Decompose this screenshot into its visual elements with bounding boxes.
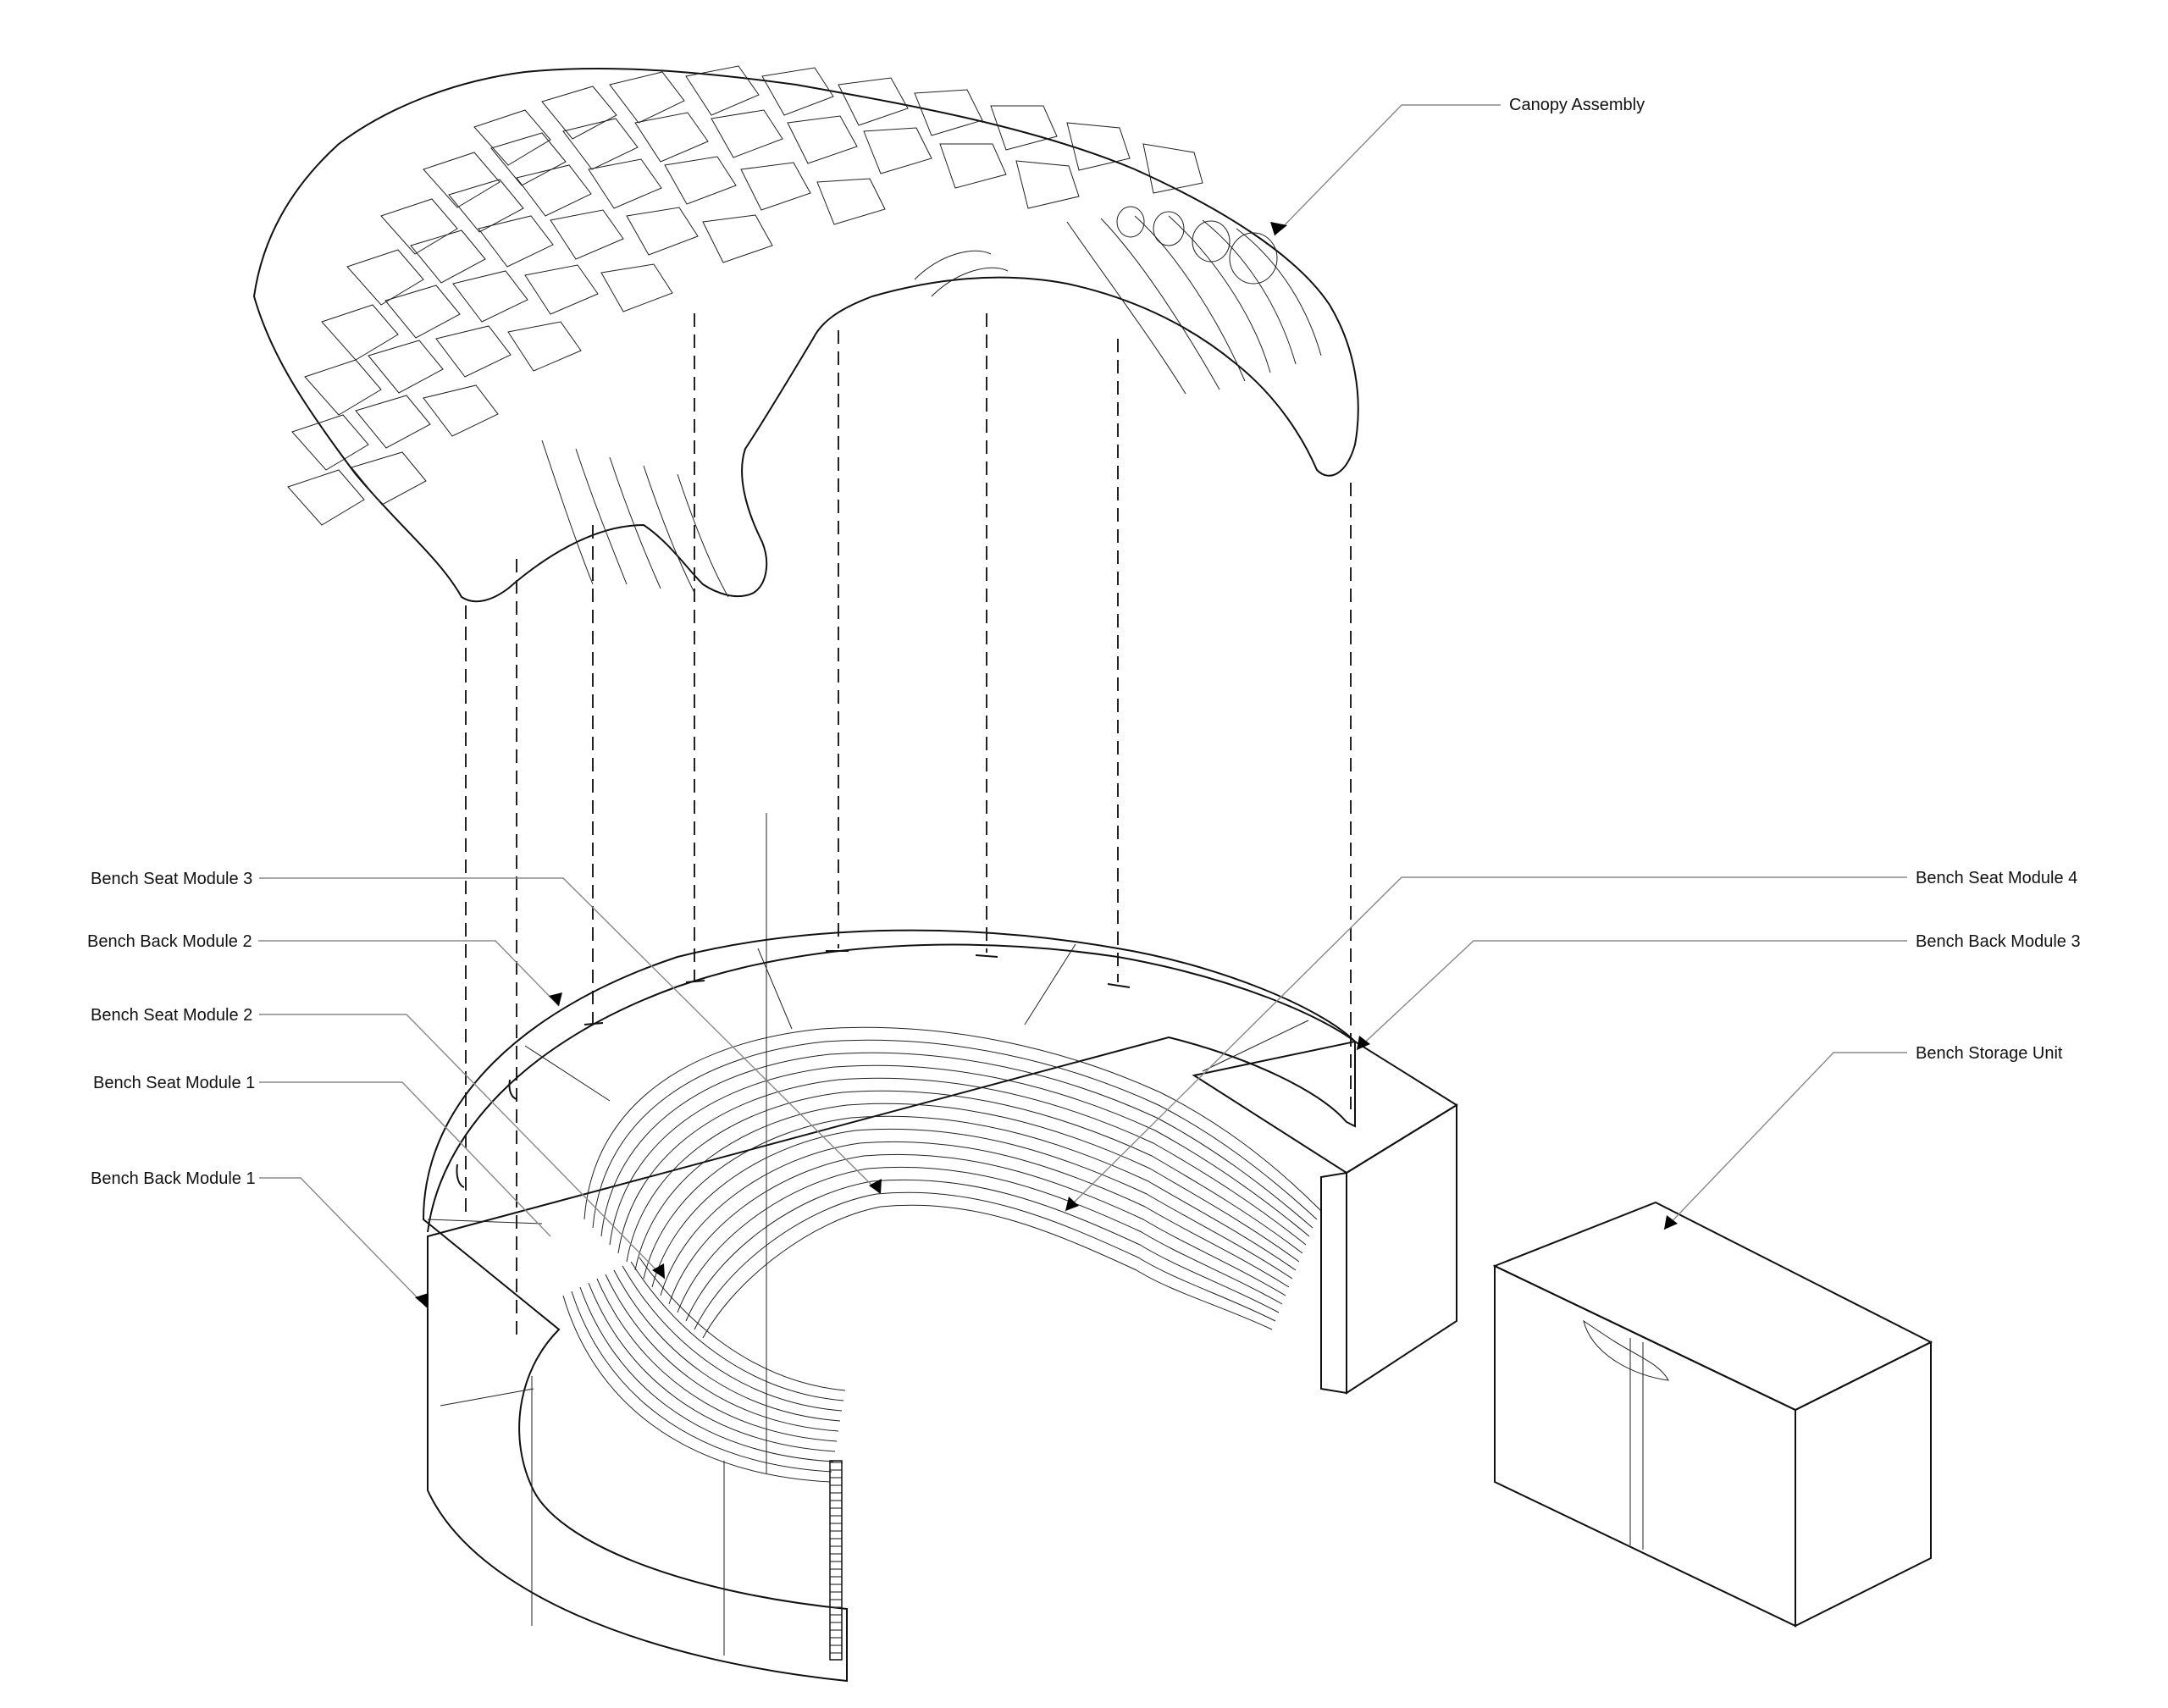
canopy-lobes	[914, 206, 1278, 297]
connector-marks	[456, 950, 1131, 1188]
label-bench-back-module-3: Bench Back Module 3	[1356, 932, 2081, 1051]
label-canopy-assembly: Canopy Assembly	[1270, 96, 1645, 236]
svg-text:Bench Seat Module 1: Bench Seat Module 1	[93, 1074, 255, 1092]
label-bench-seat-module-1: Bench Seat Module 1	[93, 1074, 551, 1237]
svg-text:Canopy Assembly: Canopy Assembly	[1509, 96, 1645, 114]
canopy-assembly	[252, 65, 1359, 603]
bench-seat-layers	[583, 1026, 1322, 1339]
svg-text:Bench Seat Module 3: Bench Seat Module 3	[91, 870, 252, 888]
svg-text:Bench Seat Module 2: Bench Seat Module 2	[91, 1006, 252, 1025]
assembly-guide-lines	[465, 313, 1352, 1473]
label-bench-seat-module-4: Bench Seat Module 4	[1065, 869, 2077, 1212]
svg-text:Bench Back Module 2: Bench Back Module 2	[87, 932, 252, 951]
svg-text:Bench Back Module 1: Bench Back Module 1	[91, 1169, 256, 1188]
canopy-scales	[287, 65, 1203, 526]
bench-top-joints	[427, 943, 1309, 1407]
label-bench-back-module-2: Bench Back Module 2	[87, 932, 562, 1007]
label-bench-storage-unit: Bench Storage Unit	[1663, 1044, 2063, 1230]
svg-text:Bench Storage Unit: Bench Storage Unit	[1916, 1044, 2063, 1063]
label-bench-back-module-1: Bench Back Module 1	[91, 1169, 429, 1309]
svg-text:Bench Seat Module 4: Bench Seat Module 4	[1916, 869, 2077, 887]
bench-assembly	[422, 929, 1458, 1683]
canopy-shell	[252, 67, 1359, 603]
canopy-ribs	[541, 215, 1322, 598]
bench-back-wall	[422, 929, 1356, 1683]
bench-back-module-3-block	[1192, 1040, 1458, 1175]
bench-inner-layers	[562, 1257, 846, 1483]
bench-storage-unit	[1492, 1201, 1933, 1628]
bench-end-cap	[829, 1460, 843, 1661]
label-bench-seat-module-3: Bench Seat Module 3	[91, 870, 882, 1195]
svg-text:Bench Back Module 3: Bench Back Module 3	[1916, 932, 2081, 951]
label-bench-seat-module-2: Bench Seat Module 2	[91, 1006, 666, 1280]
